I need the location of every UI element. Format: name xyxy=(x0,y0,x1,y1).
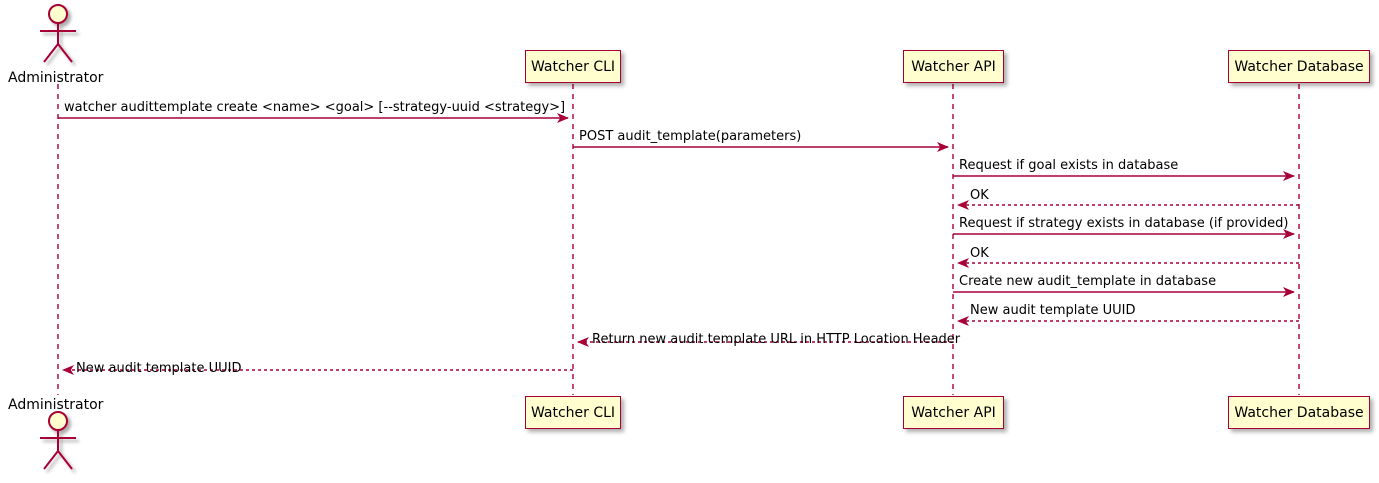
actor-administrator-bottom xyxy=(40,411,76,470)
message-label-6: OK xyxy=(970,246,989,261)
participant-box-watcher-api-bottom[interactable]: Watcher API xyxy=(903,396,1004,429)
message-label-9: Return new audit template URL in HTTP Lo… xyxy=(592,332,961,347)
message-arrows xyxy=(58,113,1299,375)
participant-box-watcher-api-top[interactable]: Watcher API xyxy=(903,50,1004,83)
participant-box-watcher-cli-top[interactable]: Watcher CLI xyxy=(525,50,621,83)
message-label-4: OK xyxy=(970,188,989,203)
participant-label-watcher-api-top: Watcher API xyxy=(911,58,996,75)
participant-label-watcher-database-bottom: Watcher Database xyxy=(1234,404,1364,421)
message-label-7: Create new audit_template in database xyxy=(959,274,1217,289)
message-label-3: Request if goal exists in database xyxy=(959,158,1179,173)
participant-label-watcher-cli-bottom: Watcher CLI xyxy=(530,404,616,421)
participant-label-watcher-api-bottom: Watcher API xyxy=(911,404,996,421)
participant-box-watcher-database-bottom[interactable]: Watcher Database xyxy=(1228,396,1370,429)
message-label-10: New audit template UUID xyxy=(76,361,242,376)
participant-label-watcher-cli-top: Watcher CLI xyxy=(530,58,616,75)
message-label-1: watcher audittemplate create <name> <goa… xyxy=(64,100,566,115)
message-label-5: Request if strategy exists in database (… xyxy=(959,216,1289,231)
lifelines xyxy=(57,84,1300,395)
message-label-2: POST audit_template(parameters) xyxy=(579,129,802,144)
participant-label-watcher-database-top: Watcher Database xyxy=(1234,58,1364,75)
participant-box-watcher-cli-bottom[interactable]: Watcher CLI xyxy=(525,396,621,429)
actor-label-administrator-bottom: Administrator xyxy=(8,397,104,413)
participant-box-watcher-database-top[interactable]: Watcher Database xyxy=(1228,50,1370,83)
actor-administrator-top xyxy=(40,4,76,63)
actor-label-administrator-top: Administrator xyxy=(8,70,104,86)
message-label-8: New audit template UUID xyxy=(970,303,1136,318)
